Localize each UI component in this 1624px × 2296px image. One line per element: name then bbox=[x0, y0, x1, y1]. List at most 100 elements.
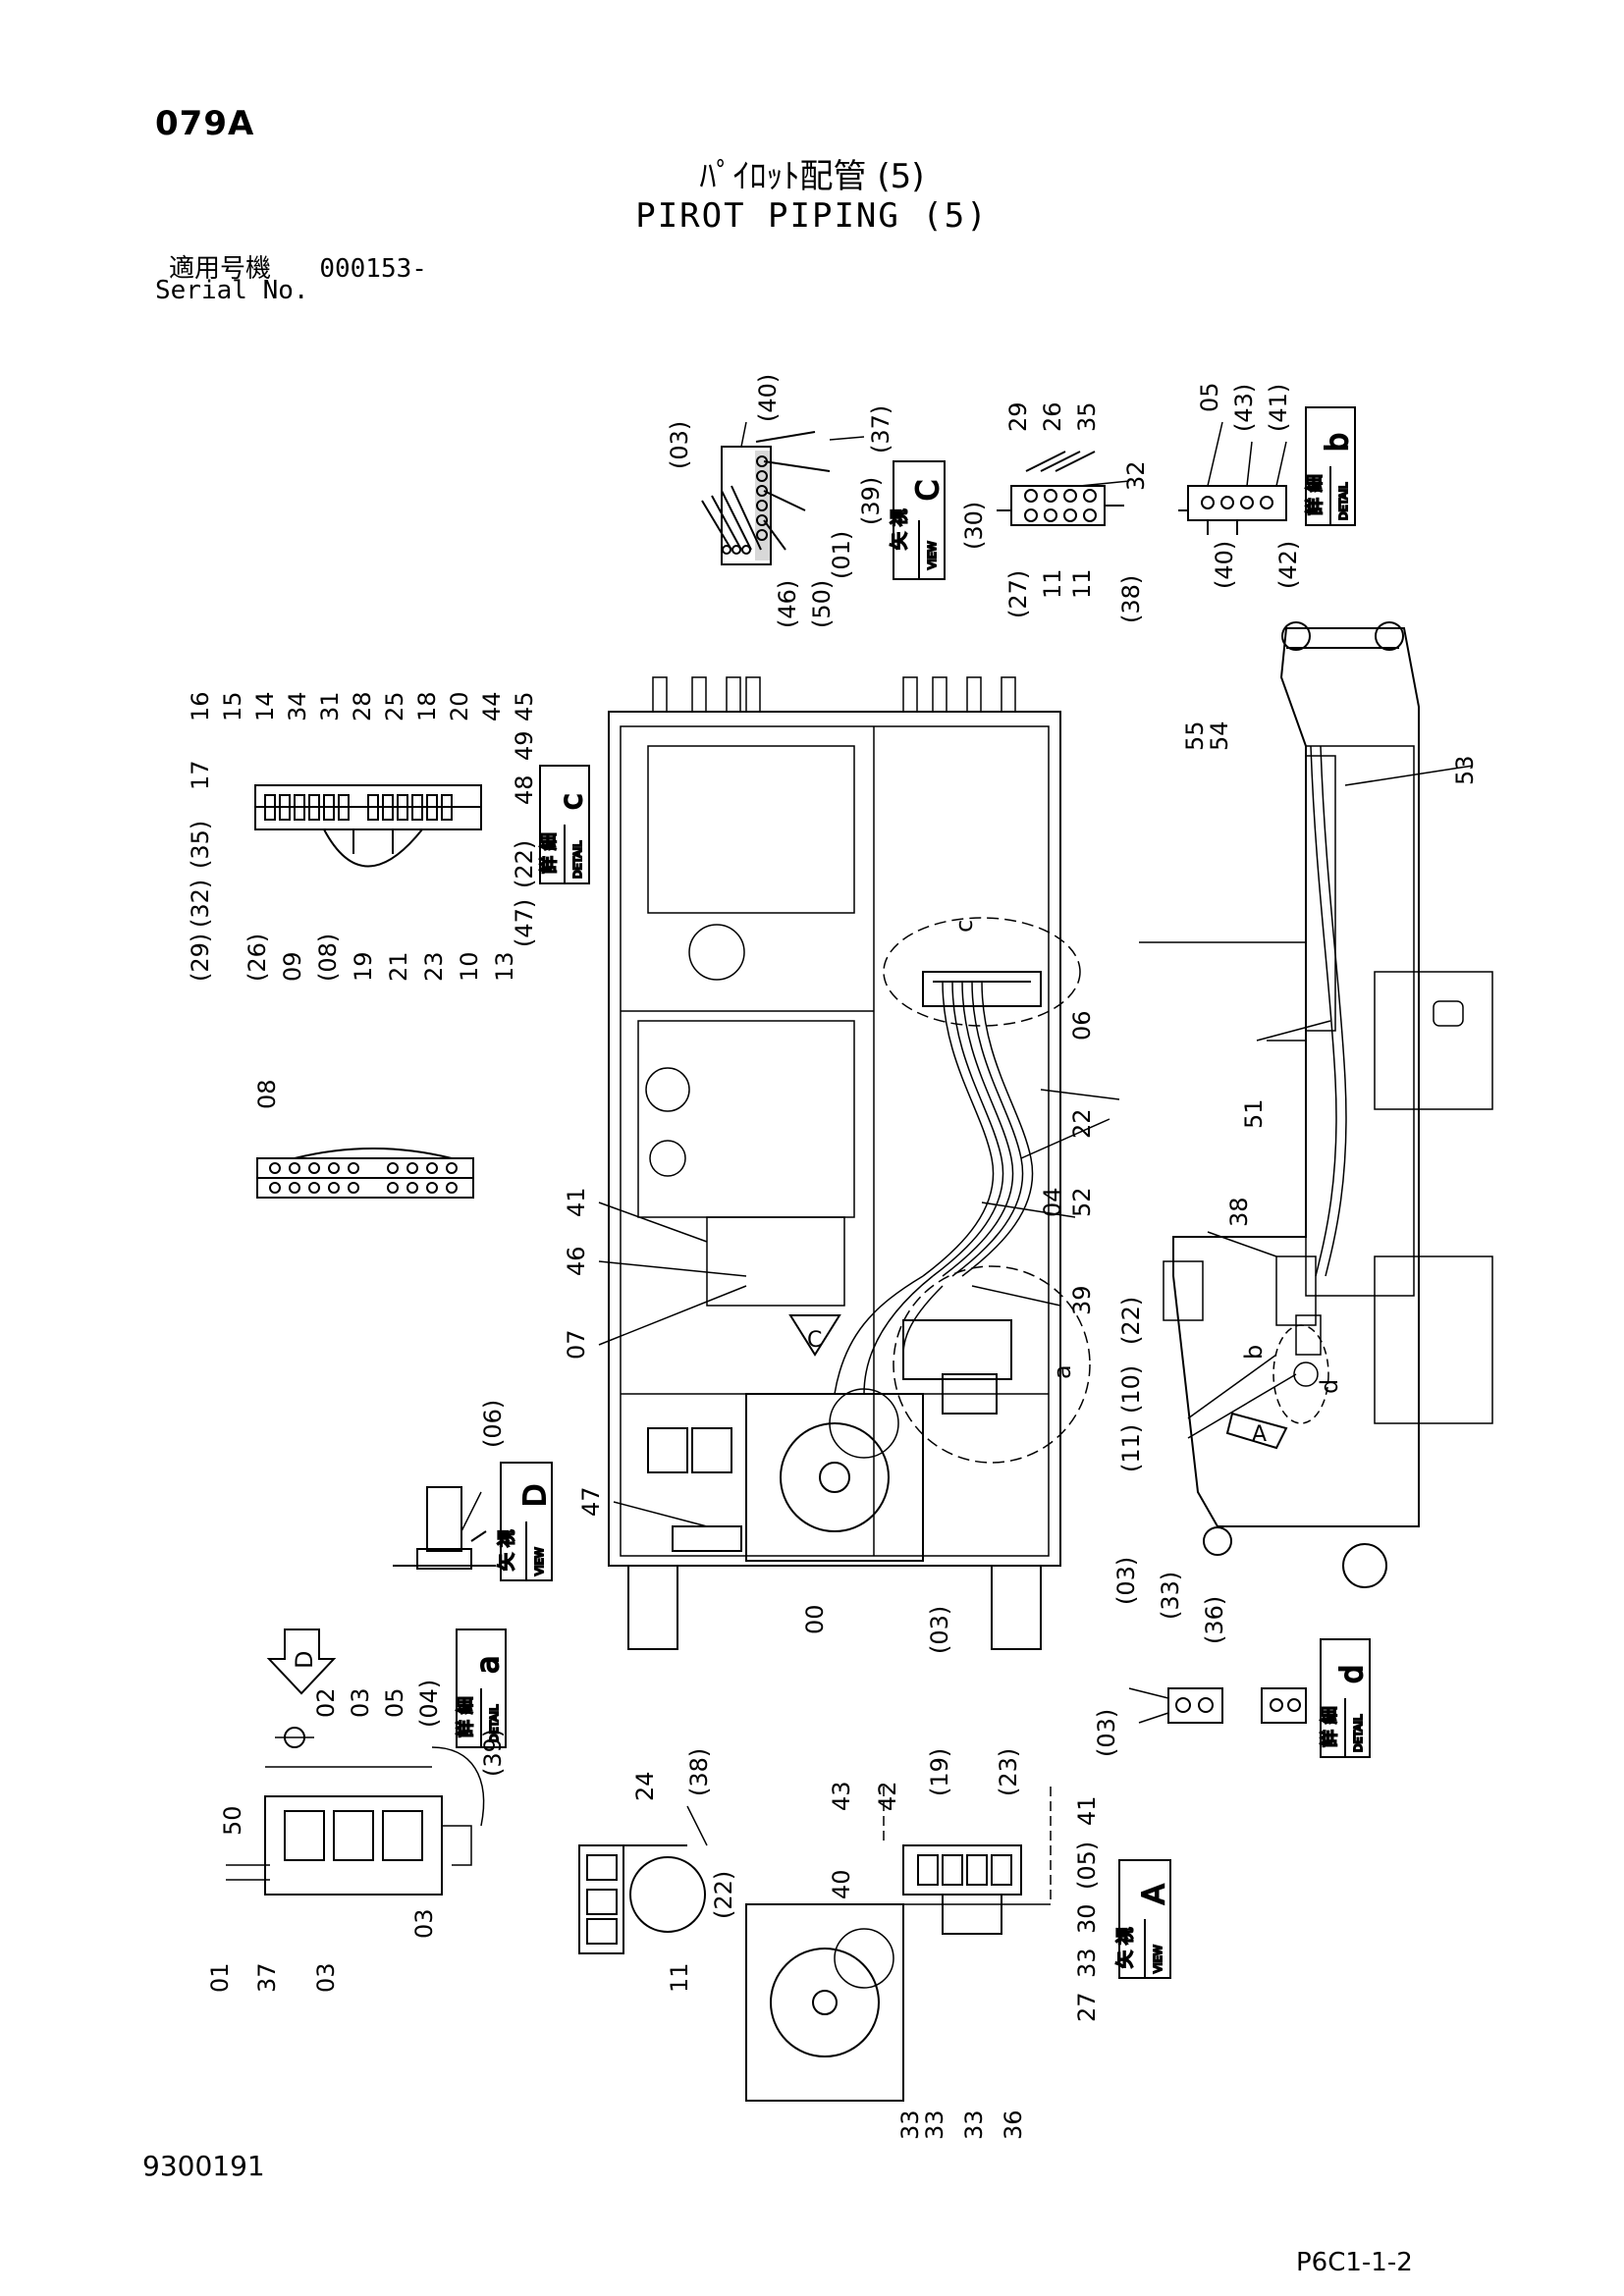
callout: 25 bbox=[381, 691, 408, 721]
callout: (22) bbox=[511, 840, 538, 888]
view-c-label-box: 矢 視 VIEW C bbox=[889, 460, 947, 580]
pump-units bbox=[647, 1427, 742, 1552]
boom-group bbox=[1139, 621, 1493, 1588]
zone-c-marker bbox=[883, 917, 1081, 1027]
callout: 16 bbox=[187, 691, 214, 721]
callout: 38 bbox=[1225, 1197, 1253, 1227]
callout: 33 bbox=[921, 2109, 948, 2140]
callout: (03) bbox=[666, 421, 693, 469]
callout: 11 bbox=[1039, 568, 1066, 599]
callout: 22 bbox=[1068, 1108, 1096, 1139]
callout: 17 bbox=[187, 760, 214, 790]
title-japanese: ﾊﾟｲﾛｯﾄ配管 (5) bbox=[699, 157, 925, 196]
callout: 35 bbox=[1073, 401, 1101, 432]
callout: 15 bbox=[219, 691, 246, 721]
callout: 47 bbox=[577, 1486, 605, 1517]
callout: 11 bbox=[1068, 568, 1096, 599]
callout: C bbox=[807, 1328, 822, 1353]
callout: 51 bbox=[1240, 1098, 1268, 1129]
callout: 03 bbox=[312, 1962, 340, 1993]
callout: 07 bbox=[563, 1329, 590, 1360]
callout: (47) bbox=[511, 899, 538, 947]
callout: (50) bbox=[808, 580, 836, 628]
callout: 27 bbox=[1073, 1992, 1101, 2022]
callout: 54 bbox=[1206, 721, 1233, 751]
view-d-group: 矢 視 VIEW D bbox=[393, 1462, 554, 1581]
callout: (03) bbox=[926, 1606, 953, 1654]
main-frame-group bbox=[608, 676, 1091, 1650]
callout: 49 bbox=[511, 730, 538, 761]
view-d-arrow bbox=[266, 1629, 337, 1695]
leader-lines bbox=[460, 421, 1474, 1846]
detail-c-group: 詳 細 DETAIL c bbox=[254, 765, 590, 884]
callout: 44 bbox=[478, 691, 506, 721]
callout: (39) bbox=[857, 477, 885, 525]
zone-a-marker bbox=[893, 1265, 1091, 1464]
callout: (22) bbox=[1117, 1297, 1145, 1345]
callout: 01 bbox=[206, 1962, 234, 1993]
boom-base-valves bbox=[1163, 1255, 1322, 1356]
detail-label-jp: 詳 細 bbox=[1305, 474, 1326, 515]
callout: 05 bbox=[381, 1687, 408, 1718]
callout: 55 bbox=[1181, 721, 1209, 751]
detail-label-jp: 詳 細 bbox=[539, 832, 560, 874]
callout: (10) bbox=[1117, 1365, 1145, 1414]
callout: 03 bbox=[347, 1687, 374, 1718]
callout: 02 bbox=[312, 1687, 340, 1718]
callout: 20 bbox=[446, 691, 473, 721]
view-c-manifold bbox=[721, 446, 772, 565]
callout: A bbox=[1252, 1422, 1267, 1447]
callout: (03) bbox=[1093, 1709, 1120, 1757]
view-c-group: 矢 視 VIEW C bbox=[701, 431, 947, 580]
callout: a bbox=[1049, 1364, 1076, 1379]
detail-c-label-box: 詳 細 DETAIL c bbox=[538, 765, 590, 884]
callout: 41 bbox=[563, 1187, 590, 1217]
callout: 14 bbox=[251, 691, 279, 721]
callout: 52 bbox=[1068, 1187, 1096, 1217]
callout: (23) bbox=[995, 1748, 1022, 1796]
callout: 43 bbox=[828, 1781, 855, 1811]
bottom-legs bbox=[627, 1565, 1042, 1650]
callout: 18 bbox=[413, 691, 441, 721]
callout: (36) bbox=[1201, 1596, 1228, 1644]
view-a-letter: A bbox=[1137, 1884, 1171, 1904]
detail-a-label-box: 詳 細 DETAIL a bbox=[455, 1629, 507, 1748]
callout: c bbox=[950, 920, 978, 933]
upper-valve-body bbox=[1010, 485, 1106, 526]
callout: 37 bbox=[253, 1962, 281, 1993]
callout: 13 bbox=[491, 951, 518, 982]
callout: 53 bbox=[1451, 755, 1479, 785]
callout: (11) bbox=[1117, 1424, 1145, 1472]
detail-d-group: 詳 細 DETAIL d bbox=[1128, 1638, 1371, 1758]
upper-valve-group bbox=[997, 451, 1124, 526]
zone-b-marker bbox=[1272, 1324, 1329, 1424]
view-label-en: VIEW bbox=[926, 541, 939, 569]
callout: (26) bbox=[244, 934, 271, 982]
hose-bundle bbox=[834, 981, 1034, 1395]
detail-label-en: DETAIL bbox=[571, 840, 584, 879]
winch-drum bbox=[745, 1388, 924, 1562]
detail-label-en: DETAIL bbox=[1337, 482, 1350, 520]
callout: 11 bbox=[666, 1962, 693, 1993]
view-label-en: VIEW bbox=[1152, 1945, 1164, 1973]
view-c-ports bbox=[722, 455, 768, 555]
view-c-letter: C bbox=[911, 480, 946, 501]
callout: (35) bbox=[187, 821, 214, 869]
main-frame-outline bbox=[608, 711, 1061, 1567]
callout-labels: (03) (40) (37) (39) (01) (50) (46) 29 26… bbox=[187, 374, 1479, 2140]
page-code: 079A bbox=[155, 104, 255, 143]
detail-c-letter: c bbox=[555, 794, 589, 811]
callout: 30 bbox=[1073, 1903, 1101, 1934]
callout: (04) bbox=[415, 1680, 443, 1728]
callout: 26 bbox=[1039, 401, 1066, 432]
callout: 03 bbox=[410, 1908, 438, 1939]
view-a-label-box: 矢 視 VIEW A bbox=[1114, 1859, 1172, 1979]
callout: 34 bbox=[284, 691, 311, 721]
callout: 05 bbox=[1196, 382, 1223, 412]
view-label-jp: 矢 視 bbox=[890, 508, 910, 550]
callout: (46) bbox=[774, 580, 801, 628]
callout: 41 bbox=[1073, 1795, 1101, 1826]
callout: (29) bbox=[187, 934, 214, 982]
callout: 06 bbox=[1068, 1010, 1096, 1041]
